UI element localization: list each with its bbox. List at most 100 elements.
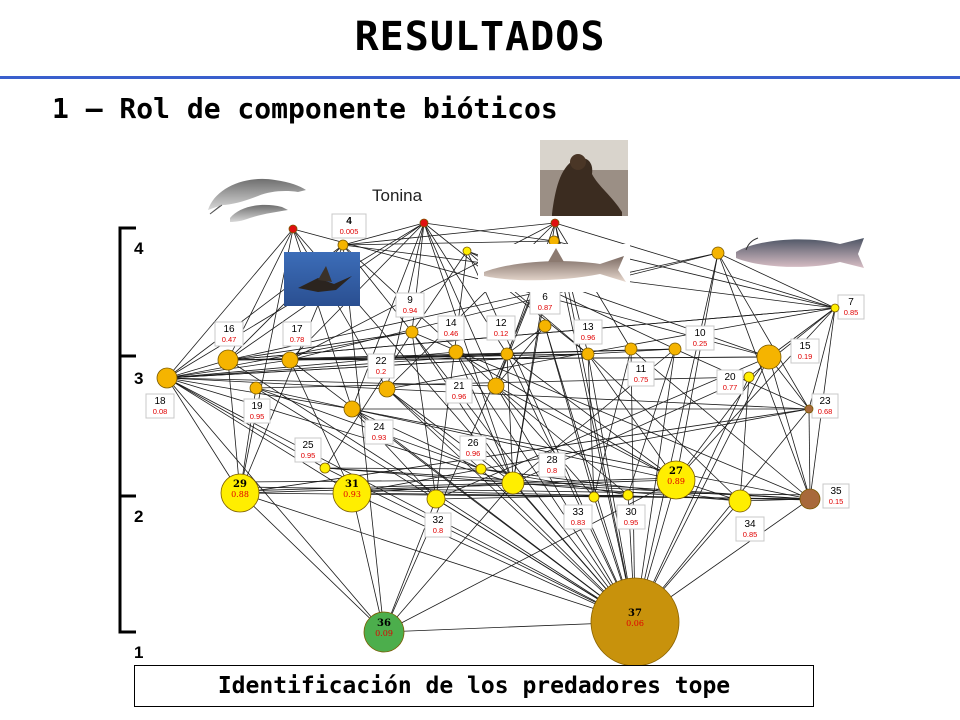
node-id-22: 22 (375, 356, 387, 367)
trophic-level-axis (118, 226, 136, 634)
node-23 (804, 404, 814, 414)
node-id-14: 14 (445, 318, 457, 329)
node-13 (581, 347, 595, 361)
node-value-10: 0.25 (693, 339, 708, 348)
node-label-box-14 (437, 315, 465, 341)
node-10 (668, 342, 682, 356)
node-label-box-22 (367, 353, 395, 379)
node-4 (419, 218, 429, 228)
node-unlabeled-5 (448, 344, 464, 360)
node-id-11: 11 (636, 364, 647, 375)
level-label-3: 3 (134, 369, 143, 388)
node-27 (656, 460, 696, 500)
node-value-31: 0.93 (343, 490, 361, 499)
node-22 (378, 380, 396, 398)
node-unlabeled-4 (711, 246, 725, 260)
node-id-20: 20 (724, 372, 736, 383)
node-value-23: 0.68 (818, 407, 833, 416)
node-value-6: 0.87 (538, 303, 553, 312)
node-15 (756, 344, 782, 370)
node-7 (830, 303, 840, 313)
node-id-23: 23 (819, 396, 831, 407)
node-id-9: 9 (407, 295, 413, 306)
node-value-24: 0.93 (372, 433, 387, 442)
node-id-36: 36 (377, 618, 391, 629)
node-value-26: 0.96 (466, 449, 481, 458)
node-id-34: 34 (744, 519, 756, 530)
node-id-26: 26 (467, 438, 479, 449)
node-id-30: 30 (625, 507, 637, 518)
page-title: RESULTADOS (354, 14, 606, 60)
level-label-2: 2 (134, 507, 143, 526)
node-33 (588, 491, 600, 503)
fish-photo (736, 237, 864, 268)
node-label-box-7 (837, 294, 865, 320)
node-id-4: 4 (346, 216, 352, 227)
node-label-box-26 (459, 435, 487, 461)
node-label-box-17 (282, 321, 312, 347)
node-value-4: 0.005 (340, 227, 359, 236)
node-id-24: 24 (373, 422, 385, 433)
node-12 (500, 347, 514, 361)
node-label-box-35 (822, 483, 850, 509)
shark-photo (478, 244, 630, 292)
node-label-box-12 (486, 315, 516, 341)
node-id-37: 37 (628, 608, 642, 619)
node-label-box-19 (243, 398, 271, 424)
node-value-19: 0.95 (250, 412, 265, 421)
node-id-19: 19 (251, 401, 263, 412)
node-18 (156, 367, 178, 389)
node-id-27: 27 (669, 466, 683, 477)
section-subtitle: 1 – Rol de componente bióticos (52, 92, 558, 125)
node-value-12: 0.12 (494, 329, 509, 338)
bird-photo (284, 252, 360, 306)
node-label-box-13 (573, 319, 603, 345)
node-label-box-21 (445, 378, 473, 404)
level-label-4: 4 (134, 239, 144, 258)
node-value-7: 0.85 (844, 308, 859, 317)
node-label-box-18 (145, 393, 175, 419)
node-value-30: 0.95 (624, 518, 639, 527)
node-label-box-9 (395, 292, 425, 318)
node-value-27: 0.89 (667, 477, 685, 486)
node-value-18: 0.08 (153, 407, 168, 416)
node-20 (743, 371, 755, 383)
node-value-34: 0.85 (743, 530, 758, 539)
node-label-box-34 (735, 516, 765, 542)
node-value-15: 0.19 (798, 352, 813, 361)
node-6 (550, 218, 560, 228)
node-30 (622, 489, 634, 501)
node-14 (405, 325, 419, 339)
node-value-29: 0.88 (231, 490, 249, 499)
node-label-box-4 (331, 213, 367, 239)
node-value-14: 0.46 (444, 329, 459, 338)
node-label-box-6 (529, 289, 561, 315)
node-19 (249, 381, 263, 395)
node-id-33: 33 (572, 507, 584, 518)
node-id-21: 21 (453, 381, 465, 392)
node-label-box-10 (685, 325, 715, 351)
node-id-35: 35 (830, 486, 842, 497)
node-id-32: 32 (432, 515, 444, 526)
node-unlabeled-6 (538, 319, 552, 333)
node-id-16: 16 (223, 324, 235, 335)
node-26 (475, 463, 487, 475)
node-value-16: 0.47 (222, 335, 237, 344)
level-label-1: 1 (134, 643, 143, 662)
node-unlabeled-3 (462, 246, 472, 256)
node-id-7: 7 (848, 297, 854, 308)
node-31 (332, 473, 372, 513)
node-value-28: 0.8 (547, 466, 557, 475)
title-divider (0, 76, 960, 79)
node-value-11: 0.75 (634, 375, 649, 384)
top-predators-caption: Identificación de los predadores tope (134, 665, 814, 707)
node-36 (363, 611, 405, 653)
node-unlabeled-1 (288, 224, 298, 234)
node-11 (624, 342, 638, 356)
node-label-box-16 (214, 321, 244, 347)
node-label-box-24 (364, 419, 394, 445)
node-id-18: 18 (154, 396, 166, 407)
node-value-36: 0.09 (375, 629, 393, 638)
